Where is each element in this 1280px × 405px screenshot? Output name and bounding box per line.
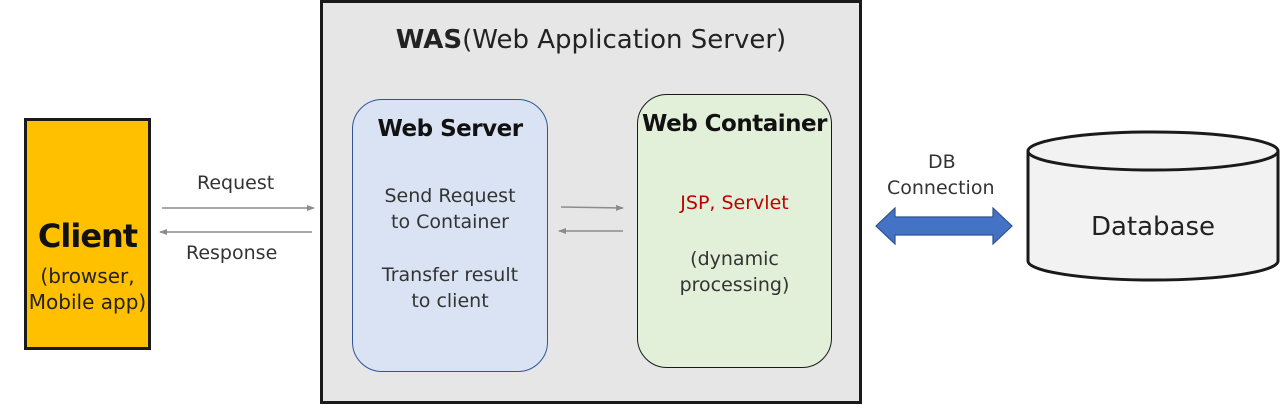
client-subtitle-line1: (browser, — [40, 264, 135, 288]
was-title: WAS(Web Application Server) — [323, 25, 859, 55]
web-server-box: Web Server Send Request to Container Tra… — [352, 99, 548, 372]
client-box: Client (browser, Mobile app) — [24, 118, 151, 350]
database-label: Database — [1090, 212, 1216, 242]
client-subtitle-line2: Mobile app) — [28, 290, 147, 314]
client-title: Client — [37, 217, 138, 255]
web-container-box: Web Container JSP, Servlet (dynamic proc… — [637, 94, 832, 368]
was-title-rest: (Web Application Server) — [462, 25, 787, 55]
to-container-arrow — [560, 204, 624, 211]
web-container-line1: (dynamic — [690, 248, 779, 270]
was-title-bold: WAS — [395, 25, 463, 55]
web-server-line2: to Container — [391, 211, 509, 233]
web-container-line2: processing) — [679, 274, 790, 296]
db-connection-label-line1: DB — [928, 151, 956, 173]
client-subtitle: (browser, Mobile app) — [27, 263, 148, 315]
db-connection-arrow — [875, 206, 1013, 246]
database-cylinder — [1026, 130, 1280, 282]
web-server-line4: to client — [411, 290, 489, 312]
response-label: Response — [186, 242, 278, 264]
web-server-line3: Transfer result — [381, 264, 519, 286]
web-container-title: Web Container — [642, 111, 827, 137]
web-server-line1: Send Request — [384, 185, 516, 207]
web-container-tech: JSP, Servlet — [680, 192, 789, 214]
web-server-title: Web Server — [377, 116, 523, 142]
db-connection-label-line2: Connection — [887, 177, 995, 199]
request-label: Request — [197, 172, 275, 194]
